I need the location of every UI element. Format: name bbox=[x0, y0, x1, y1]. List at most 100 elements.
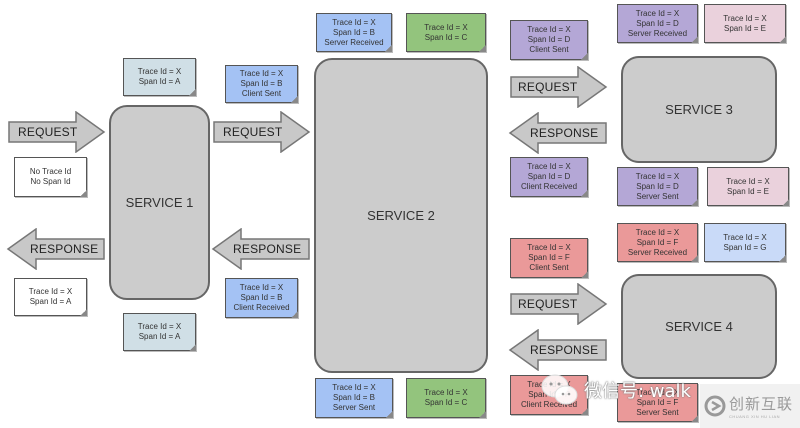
note-line: Span Id = C bbox=[424, 398, 468, 407]
service-3-box: SERVICE 3 bbox=[621, 56, 777, 163]
note-s2-top-span-c: Trace Id = X Span Id = C bbox=[406, 13, 486, 52]
note-line: Trace Id = X bbox=[635, 387, 680, 397]
note-line: Span Id = E bbox=[723, 23, 767, 33]
response-arrow-from-service-1: RESPONSE bbox=[6, 228, 106, 270]
note-line: Trace Id = X bbox=[635, 8, 680, 18]
note-line: Trace Id = X bbox=[635, 171, 680, 181]
note-s1-top: Trace Id = X Span Id = A bbox=[123, 58, 196, 96]
response-arrow-from-service-2: RESPONSE bbox=[211, 228, 311, 270]
note-line: Client Sent bbox=[241, 89, 282, 98]
note-line: Server Sent bbox=[636, 407, 679, 417]
note-line: Span Id = D bbox=[527, 35, 571, 44]
note-s1-outgoing: Trace Id = X Span Id = A bbox=[14, 278, 87, 316]
note-line: Span Id = F bbox=[528, 253, 570, 262]
note-line: Trace Id = X bbox=[137, 67, 182, 76]
service-1-box: SERVICE 1 bbox=[109, 105, 210, 300]
left-arrow-icon bbox=[211, 228, 310, 270]
wechat-watermark: 微信号: walk bbox=[540, 372, 691, 408]
note-s1-bottom: Trace Id = X Span Id = A bbox=[123, 313, 196, 351]
note-line: Span Id = B bbox=[240, 293, 283, 302]
response-arrow-from-service-4: RESPONSE bbox=[508, 329, 608, 371]
note-line: Span Id = A bbox=[138, 77, 181, 86]
note-line: Span Id = E bbox=[726, 186, 770, 196]
note-line: Server Sent bbox=[636, 191, 679, 201]
note-line: Span Id = D bbox=[527, 172, 571, 181]
note-s3-server-sent: Trace Id = X Span Id = D Server Sent bbox=[617, 167, 698, 206]
note-line: Span Id = C bbox=[424, 32, 468, 42]
request-arrow-to-service-4: REQUEST bbox=[510, 283, 608, 325]
note-line: Span Id = G bbox=[723, 242, 767, 252]
note-line: Span Id = F bbox=[636, 397, 679, 407]
note-line: No Trace Id bbox=[29, 167, 72, 176]
right-arrow-icon bbox=[510, 283, 608, 325]
right-arrow-icon bbox=[213, 111, 311, 153]
note-s1-incoming: No Trace Id No Span Id bbox=[14, 157, 87, 197]
note-line: Span Id = B bbox=[332, 393, 376, 402]
note-s3-bottom-span-e: Trace Id = X Span Id = E bbox=[707, 167, 789, 206]
note-line: Client Received bbox=[233, 303, 290, 312]
note-line: Server Received bbox=[627, 247, 688, 257]
note-line: Client Sent bbox=[529, 263, 569, 272]
note-line: Client Sent bbox=[529, 45, 569, 54]
brand-subtext: CHUANG XIN HU LIAN bbox=[729, 414, 781, 419]
response-label: RESPONSE bbox=[530, 343, 599, 357]
right-arrow-icon bbox=[8, 111, 106, 153]
request-label: REQUEST bbox=[518, 297, 578, 311]
response-label: RESPONSE bbox=[530, 126, 599, 140]
note-s3-top-span-e: Trace Id = X Span Id = E bbox=[704, 4, 786, 43]
note-s2-bottom-span-c: Trace Id = X Span Id = C bbox=[406, 378, 486, 418]
note-line: No Span Id bbox=[30, 177, 71, 186]
note-line: Server Received bbox=[627, 28, 688, 38]
right-arrow-icon bbox=[510, 66, 608, 108]
note-line: Trace Id = X bbox=[332, 383, 376, 392]
note-line: Span Id = F bbox=[636, 237, 679, 247]
brand-name: 创新互联 bbox=[729, 395, 794, 413]
note-s4-client-sent: Trace Id = X Span Id = F Client Sent bbox=[510, 238, 588, 278]
service-4-box: SERVICE 4 bbox=[621, 274, 777, 379]
note-line: Trace Id = X bbox=[635, 227, 680, 237]
note-line: Trace Id = X bbox=[726, 176, 770, 186]
wechat-id-text: 微信号: walk bbox=[584, 381, 691, 402]
brand-watermark: 创新互联 CHUANG XIN HU LIAN bbox=[700, 384, 800, 428]
note-s2-server-received: Trace Id = X Span Id = B Server Received bbox=[316, 13, 392, 52]
note-line: Trace Id = X bbox=[28, 287, 73, 296]
note-line: Trace Id = X bbox=[239, 283, 284, 292]
note-line: Trace Id = X bbox=[424, 22, 468, 32]
note-line: Trace Id = X bbox=[527, 25, 571, 34]
note-line: Trace Id = X bbox=[239, 69, 284, 78]
response-label: RESPONSE bbox=[30, 242, 99, 256]
note-line: Trace Id = X bbox=[527, 243, 571, 252]
service-2-label: SERVICE 2 bbox=[367, 208, 435, 223]
note-line: Span Id = A bbox=[138, 332, 181, 341]
note-line: Span Id = B bbox=[240, 79, 283, 88]
note-line: Trace Id = X bbox=[424, 388, 468, 397]
request-label: REQUEST bbox=[518, 80, 578, 94]
left-arrow-icon bbox=[508, 112, 607, 154]
service-2-box: SERVICE 2 bbox=[314, 58, 488, 373]
response-arrow-from-service-3: RESPONSE bbox=[508, 112, 608, 154]
note-s2-client-received: Trace Id = X Span Id = B Client Received bbox=[225, 278, 298, 318]
request-arrow-to-service-1: REQUEST bbox=[8, 111, 106, 153]
note-s2-server-sent: Trace Id = X Span Id = B Server Sent bbox=[315, 378, 393, 418]
note-s3-client-sent: Trace Id = X Span Id = D Client Sent bbox=[510, 20, 588, 60]
note-s3-client-received: Trace Id = X Span Id = D Client Received bbox=[510, 157, 588, 197]
service-3-label: SERVICE 3 bbox=[665, 102, 733, 117]
note-line: Server Sent bbox=[332, 403, 376, 412]
response-label: RESPONSE bbox=[233, 242, 302, 256]
service-4-label: SERVICE 4 bbox=[665, 319, 733, 334]
left-arrow-icon bbox=[6, 228, 105, 270]
note-line: Trace Id = X bbox=[723, 13, 767, 23]
note-line: Client Received bbox=[520, 182, 578, 191]
note-s2-client-sent: Trace Id = X Span Id = B Client Sent bbox=[225, 65, 298, 103]
wechat-icon bbox=[541, 374, 578, 405]
note-line: Span Id = A bbox=[29, 297, 72, 306]
note-line: Client Received bbox=[520, 400, 578, 409]
note-s3-server-received: Trace Id = X Span Id = D Server Received bbox=[617, 4, 698, 43]
note-line: Trace Id = X bbox=[332, 17, 376, 27]
left-arrow-icon bbox=[508, 329, 607, 371]
brand-logo-icon bbox=[704, 395, 726, 417]
note-line: Trace Id = X bbox=[723, 232, 767, 242]
request-label: REQUEST bbox=[223, 125, 283, 139]
note-line: Span Id = B bbox=[332, 27, 376, 37]
request-label: REQUEST bbox=[18, 125, 78, 139]
